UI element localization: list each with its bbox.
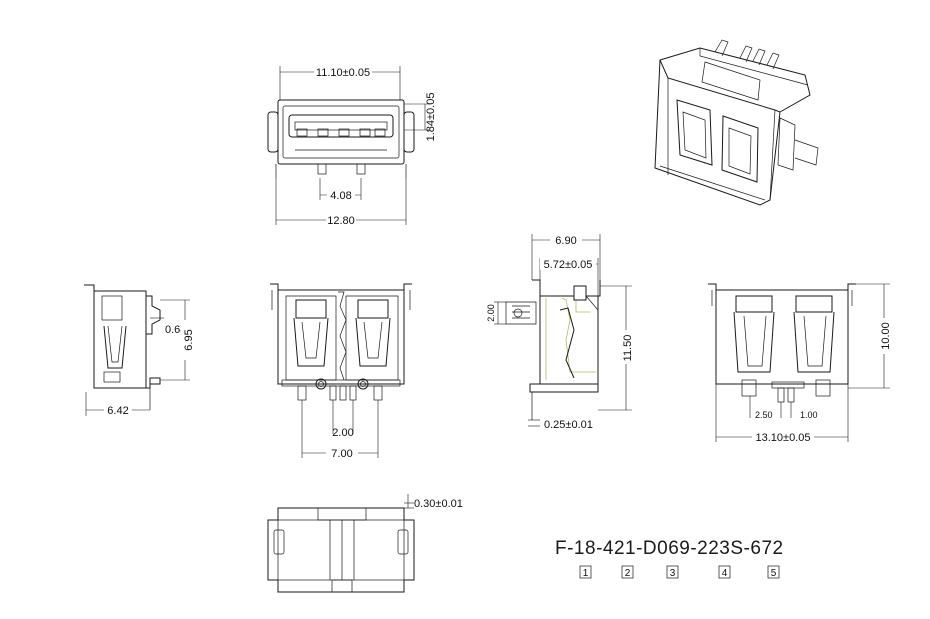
dim-top-total: 12.80 [327,215,355,227]
dim-top-width: 11.10±0.05 [316,67,370,79]
top-view [267,66,430,225]
dim-right-pin: 2.00 [486,304,496,322]
dim-back-width: 13.10±0.05 [756,432,811,444]
bottom-view [267,494,415,593]
back-view [708,283,890,442]
dim-back-pitch1: 2.50 [755,410,773,420]
dim-right-top: 6.90 [555,235,576,247]
dim-left-depth: 6.42 [107,405,128,417]
part-field-3: 3 [670,568,676,579]
dim-right-thick: 0.25±0.01 [544,419,593,431]
dim-right-height: 11.50 [622,335,634,362]
dim-right-inner: 5.72±0.05 [544,259,593,271]
part-field-1: 1 [583,568,589,579]
part-field-4: 4 [722,568,728,579]
left-side-view [84,284,190,416]
dim-front-span: 7.00 [331,448,352,460]
part-number: F-18-421-D069-223S-672 [555,538,784,559]
isometric-view [654,39,819,206]
front-view [270,283,412,458]
dim-top-side: 1.84±0.05 [425,93,437,142]
dim-back-height: 10.00 [880,322,892,350]
part-field-5: 5 [771,568,777,579]
dim-front-pitch: 2.00 [332,427,353,439]
part-field-2: 2 [625,568,631,579]
dim-left-height: 6.95 [183,329,195,350]
dim-back-pitch2: 1.00 [800,410,818,420]
dim-top-pitch: 4.08 [330,190,351,202]
part-fields: 1 2 3 4 5 [579,565,780,579]
dim-bottom-thick: 0.30±0.01 [414,498,463,510]
